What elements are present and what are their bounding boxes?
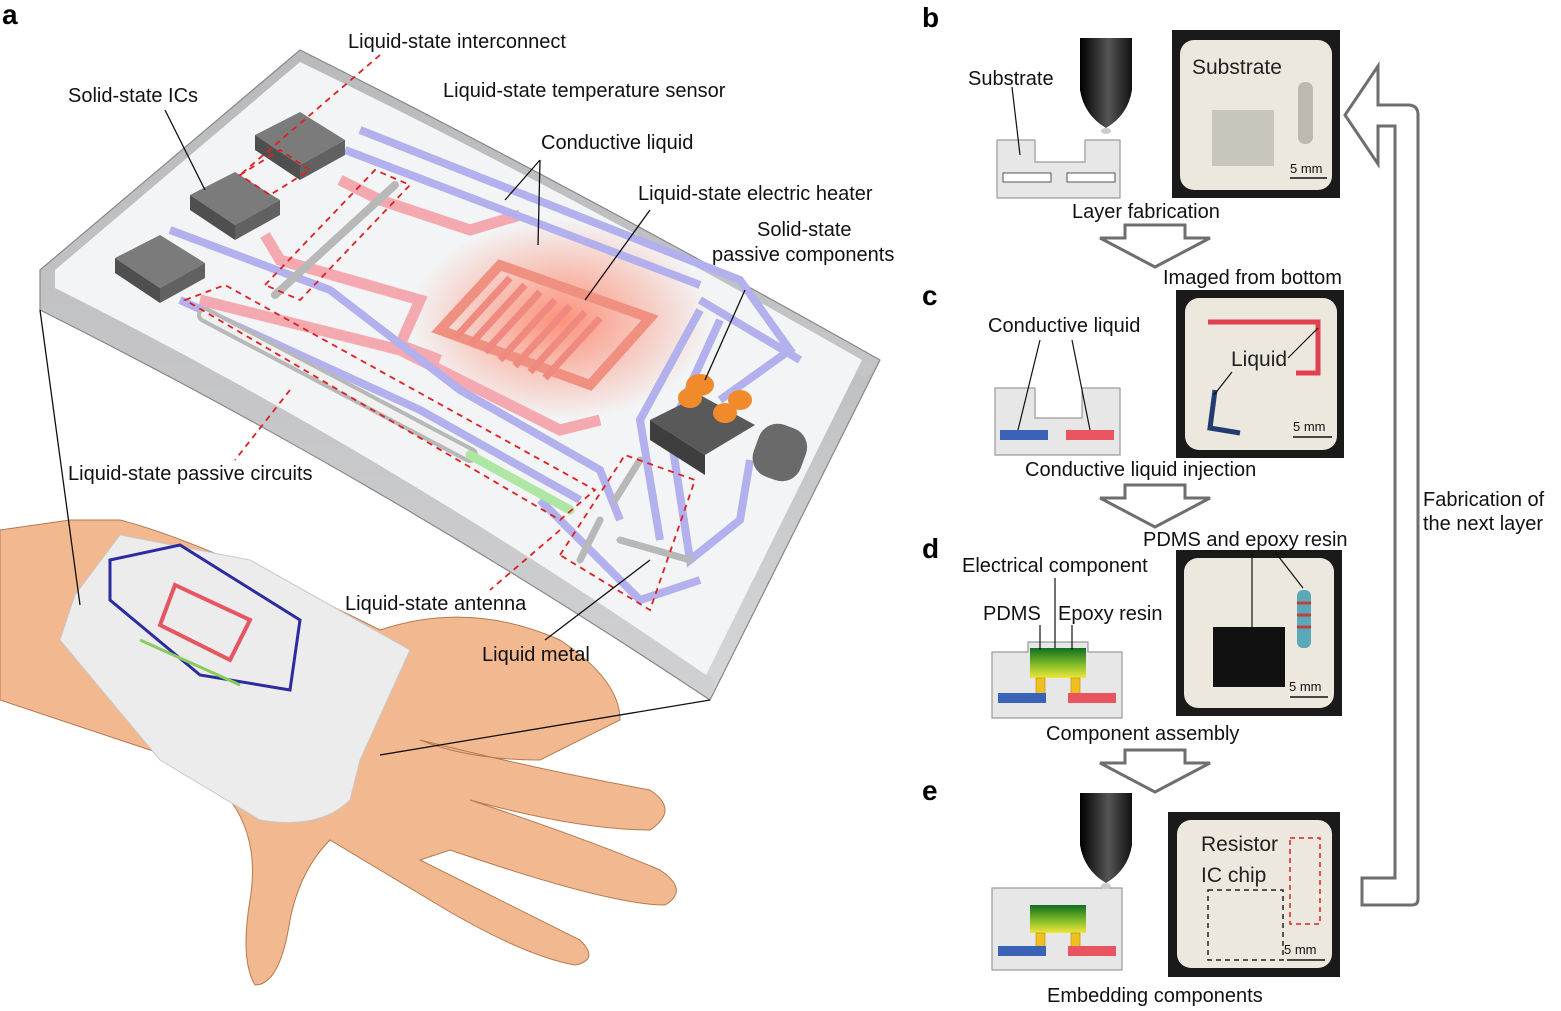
panel-b-letter: b	[922, 2, 939, 33]
label-loop-line2: the next layer	[1423, 513, 1543, 535]
zoom-lines	[39, 309, 711, 756]
caption-embedding-components: Embedding components	[1047, 985, 1263, 1007]
down-arrow-icon	[1099, 223, 1211, 269]
photo-b-substrate-label: Substrate	[1192, 56, 1282, 79]
label-conductive-liquid: Conductive liquid	[541, 132, 693, 154]
label-pdms: PDMS	[983, 603, 1041, 625]
label-epoxy-resin: Epoxy resin	[1058, 603, 1163, 625]
panel-b-schematic	[996, 38, 1132, 199]
photo-d	[1176, 550, 1342, 716]
loop-arrow-icon	[1343, 61, 1420, 907]
label-pdms-epoxy: PDMS and epoxy resin	[1143, 529, 1348, 551]
caption-liquid-injection: Conductive liquid injection	[1025, 459, 1256, 481]
panel-e-letter: e	[922, 775, 938, 806]
down-arrow-icon	[1099, 483, 1211, 529]
label-loop-line1: Fabrication of	[1423, 489, 1545, 511]
label-passive-components-line1: Solid-state	[757, 219, 852, 241]
passive-components	[650, 374, 808, 482]
label-electrical-component: Electrical component	[962, 555, 1148, 577]
photo-b-scale: 5 mm	[1290, 161, 1323, 176]
caption-layer-fabrication: Layer fabrication	[1072, 201, 1220, 223]
ic-chip-3	[115, 235, 205, 303]
panel-c-letter: c	[922, 280, 938, 311]
label-antenna: Liquid-state antenna	[345, 593, 527, 615]
ic-chip-1	[255, 112, 345, 180]
solid-state-ics	[115, 112, 345, 303]
panel-a-letter: a	[2, 0, 18, 30]
photo-c-liquid-label: Liquid	[1231, 348, 1287, 371]
down-arrow-icon	[1099, 748, 1211, 794]
label-passive-components-line2: passive components	[712, 244, 894, 266]
label-conductive-liquid-c: Conductive liquid	[988, 315, 1140, 337]
panel-d-letter: d	[922, 533, 939, 564]
label-liquid-metal: Liquid metal	[482, 644, 590, 666]
photo-b	[1172, 30, 1340, 198]
photo-d-scale: 5 mm	[1289, 679, 1322, 694]
label-imaged-from-bottom: Imaged from bottom	[1163, 267, 1342, 289]
photo-c-scale: 5 mm	[1293, 419, 1326, 434]
panel-a-leaders	[164, 109, 746, 641]
label-ics: Solid-state ICs	[68, 85, 198, 107]
photo-e-scale: 5 mm	[1284, 942, 1317, 957]
label-interconnect: Liquid-state interconnect	[348, 31, 566, 53]
panel-d-schematic	[991, 578, 1123, 719]
panel-c-schematic	[994, 339, 1121, 456]
label-passive-circuits: Liquid-state passive circuits	[68, 463, 313, 485]
nozzle-icon	[1080, 38, 1132, 128]
heater	[410, 220, 710, 420]
photo-e	[1168, 812, 1340, 977]
label-substrate: Substrate	[968, 68, 1054, 90]
photo-e-resistor-label: Resistor	[1201, 833, 1278, 856]
ic-chip-2	[190, 172, 280, 240]
photo-c	[1176, 290, 1344, 458]
hand-illustration	[0, 519, 677, 986]
photo-e-ic-chip-label: IC chip	[1201, 864, 1266, 887]
panel-e-schematic	[991, 793, 1132, 971]
label-temperature-sensor: Liquid-state temperature sensor	[443, 80, 726, 102]
label-heater: Liquid-state electric heater	[638, 183, 873, 205]
nozzle-icon	[1080, 793, 1132, 883]
caption-component-assembly: Component assembly	[1046, 723, 1239, 745]
dashed-highlight-boxes	[182, 54, 697, 612]
capacitor-icon	[752, 423, 808, 482]
